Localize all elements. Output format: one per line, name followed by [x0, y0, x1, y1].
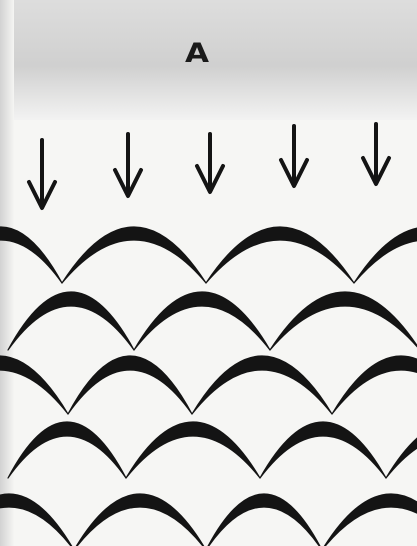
panel-label: A [172, 40, 223, 67]
left-shadow [0, 0, 14, 546]
